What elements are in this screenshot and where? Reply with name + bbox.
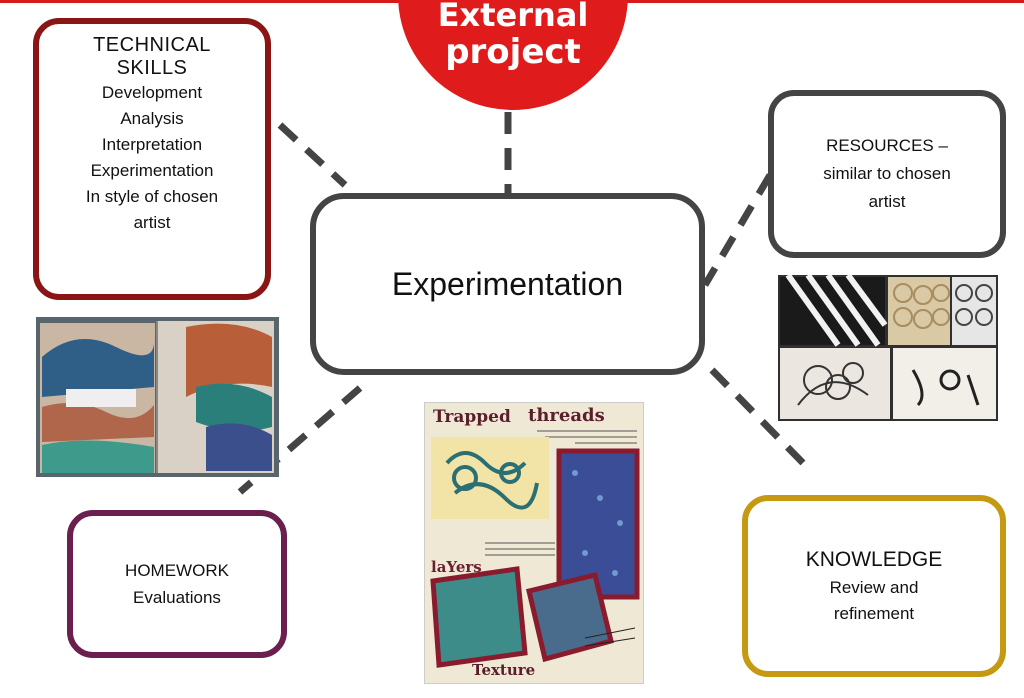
connector-homework xyxy=(237,385,363,495)
resources-line: artist xyxy=(868,192,906,211)
knowledge-line: refinement xyxy=(833,604,915,623)
connector-resources xyxy=(701,173,774,287)
collage-label-texture: Texture xyxy=(472,661,536,679)
trapped-threads-collage: Trapped threads laYers Texture xyxy=(424,402,644,684)
circle-line1: External xyxy=(437,0,589,34)
technical-item: Experimentation xyxy=(90,161,214,180)
knowledge-title: KNOWLEDGE xyxy=(805,548,943,571)
resources-box: RESOURCES – similar to chosen artist xyxy=(768,90,1006,258)
collage-title-trapped: Trapped xyxy=(433,407,511,427)
fabric-samples-photo xyxy=(778,275,998,421)
center-label: Experimentation xyxy=(391,265,624,302)
technical-item: artist xyxy=(133,213,171,232)
connector-technical xyxy=(277,122,348,188)
circle-line2: project xyxy=(445,32,581,72)
collage-title-threads: threads xyxy=(528,405,605,426)
resources-line: RESOURCES – xyxy=(826,136,948,155)
connector-knowledge xyxy=(709,367,808,468)
technical-title-1: TECHNICAL xyxy=(93,34,211,56)
technical-item: Analysis xyxy=(120,109,184,128)
knowledge-line: Review and xyxy=(829,578,919,597)
sketchbook-photo xyxy=(36,317,279,477)
technical-skills-box: TECHNICAL SKILLS Development Analysis In… xyxy=(33,18,271,300)
technical-item: Interpretation xyxy=(101,135,203,154)
collage-label-layers: laYers xyxy=(431,558,482,576)
technical-item: In style of chosen xyxy=(85,187,219,206)
resources-line: similar to chosen xyxy=(823,164,951,183)
homework-line: Evaluations xyxy=(133,588,221,607)
technical-item: Development xyxy=(101,83,203,102)
homework-box: HOMEWORK Evaluations xyxy=(67,510,287,658)
knowledge-box: KNOWLEDGE Review and refinement xyxy=(742,495,1006,677)
center-box: Experimentation xyxy=(310,193,705,375)
homework-line: HOMEWORK xyxy=(125,561,229,580)
technical-title-2: SKILLS xyxy=(116,57,188,79)
